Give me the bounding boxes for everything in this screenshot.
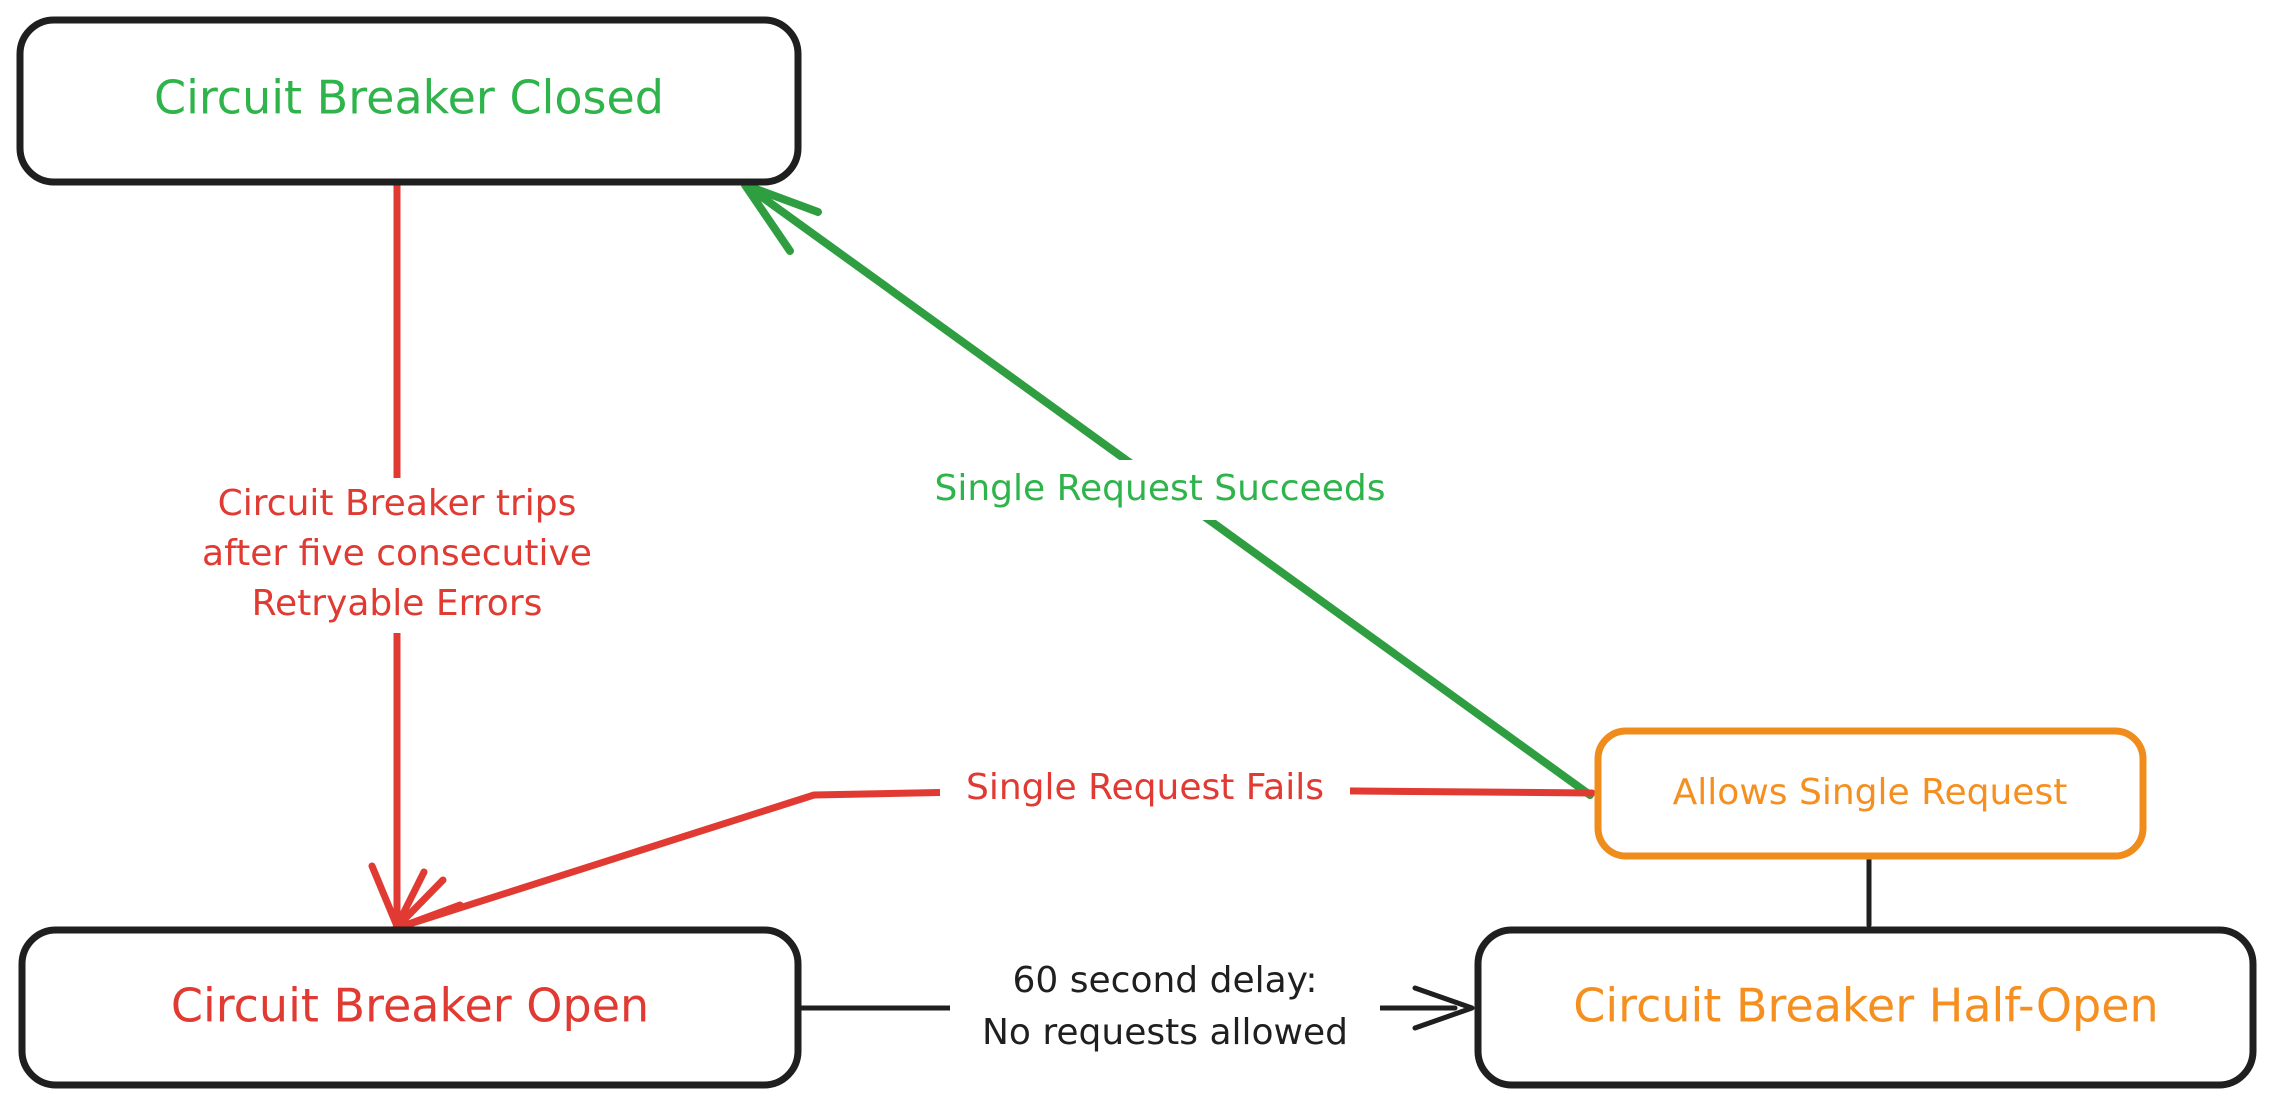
edge-label-open-to-half-open-bg: [950, 948, 1380, 1066]
node-allows-single-request-label: Allows Single Request: [1673, 772, 2068, 813]
edge-closed-to-open-arrowhead: [368, 862, 428, 930]
node-half-open-label: Circuit Breaker Half-Open: [1573, 979, 2158, 1033]
edge-label-allows-to-open: Single Request Fails: [940, 762, 1350, 816]
edge-label-open-to-half-open-line2: No requests allowed: [982, 1012, 1348, 1053]
edge-label-closed-to-open-line3: Retryable Errors: [252, 583, 543, 624]
node-circuit-breaker-open[interactable]: Circuit Breaker Open: [18, 926, 802, 1089]
edge-allows-to-open-arrowhead: [391, 876, 464, 933]
edge-label-allows-to-open-text: Single Request Fails: [966, 767, 1324, 808]
edge-label-closed-to-open-line1: Circuit Breaker trips: [218, 483, 577, 524]
edge-label-closed-to-open-line2: after five consecutive: [202, 533, 592, 574]
edge-label-allows-to-open-bg: [940, 762, 1350, 816]
edge-label-closed-to-open: Circuit Breaker trips after five consecu…: [175, 478, 620, 633]
node-circuit-breaker-half-open[interactable]: Circuit Breaker Half-Open: [1474, 926, 2257, 1089]
edge-label-allows-to-closed: Single Request Succeeds: [915, 460, 1405, 520]
node-closed-label: Circuit Breaker Closed: [154, 71, 664, 125]
edge-label-closed-to-open-bg: [175, 478, 620, 633]
node-open-shape[interactable]: [18, 926, 802, 1089]
edge-label-allows-to-closed-text: Single Request Succeeds: [935, 468, 1386, 509]
node-allows-single-request[interactable]: Allows Single Request: [1594, 727, 2147, 860]
node-closed-shape[interactable]: [16, 16, 802, 186]
edge-label-allows-to-closed-bg: [915, 460, 1405, 520]
node-circuit-breaker-closed[interactable]: Circuit Breaker Closed: [16, 16, 802, 186]
node-open-label: Circuit Breaker Open: [171, 979, 649, 1033]
edge-allows-to-closed-arrowhead: [741, 181, 822, 255]
edge-open-to-half-open-arrowhead: [1412, 985, 1475, 1031]
node-allows-single-request-shape[interactable]: [1594, 727, 2147, 860]
node-half-open-shape[interactable]: [1474, 926, 2257, 1089]
edge-label-open-to-half-open: 60 second delay: No requests allowed: [950, 948, 1380, 1066]
edge-label-open-to-half-open-line1: 60 second delay:: [1013, 960, 1318, 1001]
